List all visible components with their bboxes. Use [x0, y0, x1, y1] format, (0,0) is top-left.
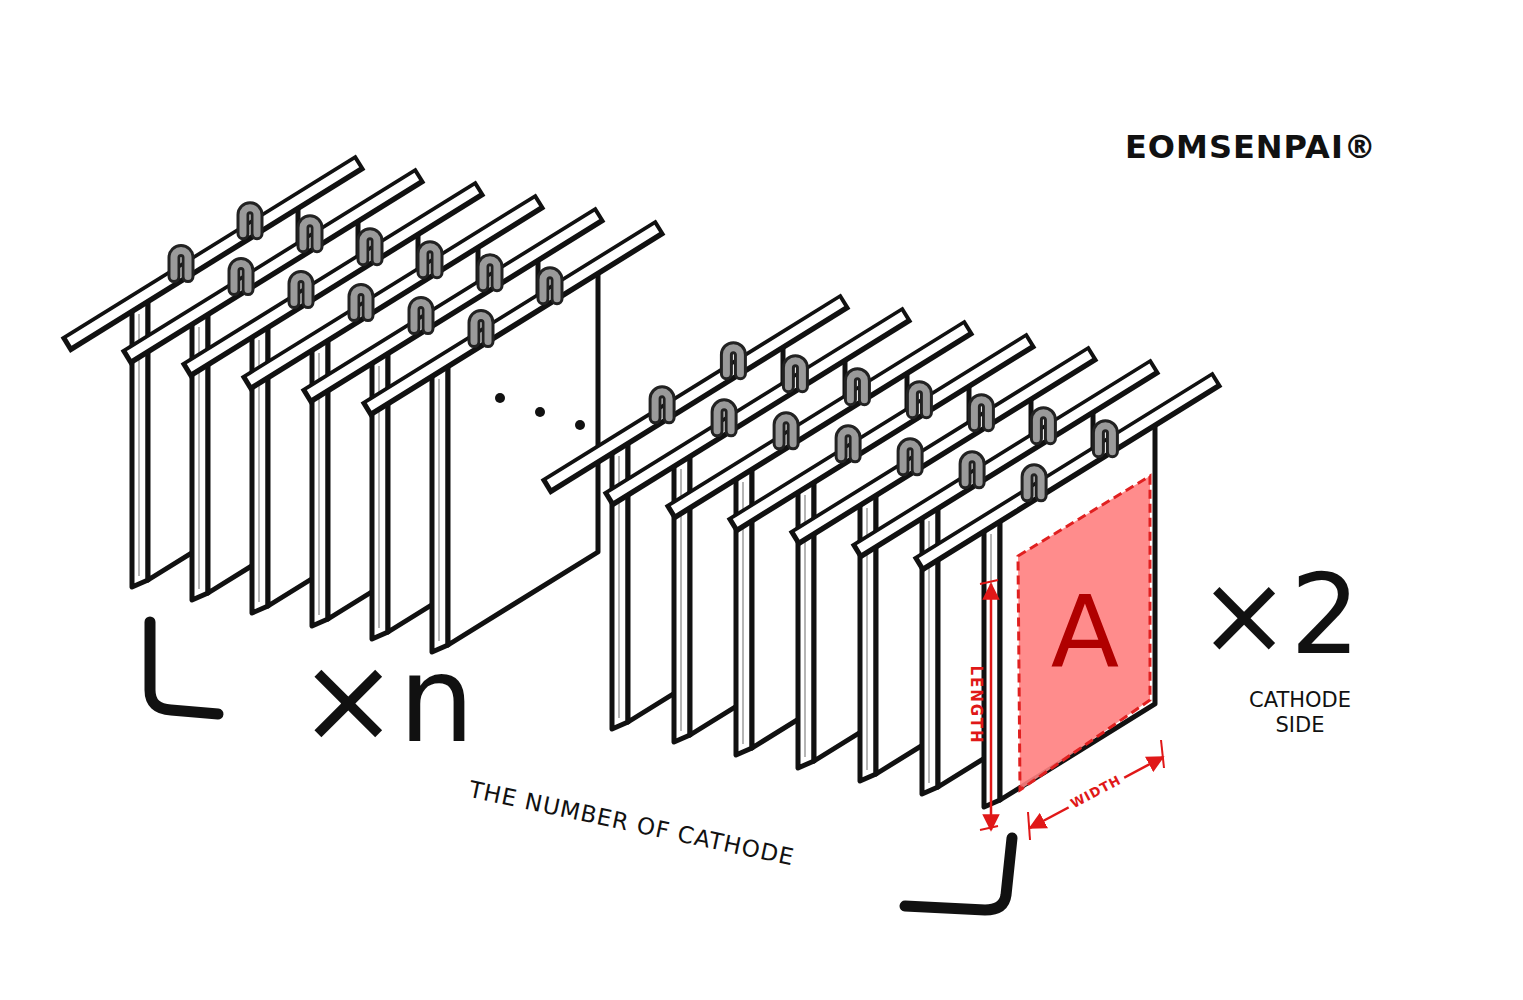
count-symbol: ×n: [298, 630, 475, 769]
count-note: THE NUMBER OF CATHODE: [467, 776, 797, 870]
hanger-bar: [373, 231, 653, 405]
hook: [850, 374, 864, 400]
hook: [243, 208, 257, 234]
ellipsis-dot: [575, 420, 585, 430]
bracket: [150, 622, 218, 714]
hook: [363, 234, 377, 260]
hook-outline: [303, 221, 317, 247]
hook-outline: [850, 374, 864, 400]
side-note-box: CATHODE SIDE: [1245, 688, 1355, 738]
length-label-box: LENGTH: [967, 665, 985, 744]
width-label: WIDTH: [1068, 772, 1123, 811]
hook-outline: [965, 457, 979, 483]
dimension-tick: [980, 580, 998, 584]
cathode-plate: [925, 383, 1210, 807]
hook-outline: [726, 348, 740, 374]
hook-outline: [841, 431, 855, 457]
hook: [423, 247, 437, 273]
area-symbol: A: [1051, 583, 1119, 683]
ellipsis-dot: [535, 407, 545, 417]
hook: [414, 303, 428, 329]
hook: [483, 260, 497, 286]
plate-edge-shade: [438, 379, 440, 641]
hook-outline: [474, 316, 488, 342]
hanger-bar-outline: [373, 232, 653, 406]
side-note: CATHODE SIDE: [1249, 688, 1351, 737]
hook-outline: [912, 387, 926, 413]
hook-outline: [788, 361, 802, 387]
dimension-tick: [1161, 740, 1164, 768]
hook: [354, 290, 368, 316]
bracket: [905, 838, 1012, 910]
hook: [974, 400, 988, 426]
hook-outline: [174, 251, 188, 277]
hook-outline: [903, 444, 917, 470]
hook: [1036, 413, 1050, 439]
hook-outline: [543, 273, 557, 299]
hook: [841, 431, 855, 457]
hook: [912, 387, 926, 413]
hook-outline: [234, 264, 248, 290]
plate-face: [1000, 424, 1155, 800]
hook: [965, 457, 979, 483]
hook-outline: [294, 277, 308, 303]
hook-outline: [414, 303, 428, 329]
hook-outline: [974, 400, 988, 426]
hook: [543, 273, 557, 299]
count-symbol-box: ×n: [298, 640, 475, 760]
hook-outline: [354, 290, 368, 316]
hook: [903, 444, 917, 470]
area-fill: [1018, 476, 1150, 790]
hook-outline: [779, 418, 793, 444]
hook-outline: [243, 208, 257, 234]
hook: [779, 418, 793, 444]
side-count: ×2: [1198, 551, 1360, 679]
brand-mark: EOMSENPAI®: [1125, 128, 1377, 166]
cathode-area: A: [1012, 470, 1158, 796]
count-note-box: THE NUMBER OF CATHODE: [466, 776, 797, 872]
length-label: LENGTH: [967, 665, 985, 744]
hook-outline: [423, 247, 437, 273]
dimension-tick: [1028, 812, 1030, 840]
hook: [303, 221, 317, 247]
hook: [1027, 470, 1041, 496]
hook: [1098, 426, 1112, 452]
hook: [717, 405, 731, 431]
hook: [474, 316, 488, 342]
hook: [294, 277, 308, 303]
dimension-tick: [980, 826, 998, 830]
hook-outline: [1027, 470, 1041, 496]
hook-outline: [655, 392, 669, 418]
hook: [655, 392, 669, 418]
hook: [726, 348, 740, 374]
brand-mark-box: EOMSENPAI®: [1125, 128, 1377, 166]
plate-group: [553, 305, 1210, 807]
hook-outline: [1098, 426, 1112, 452]
hook: [234, 264, 248, 290]
hook-outline: [483, 260, 497, 286]
hook-outline: [363, 234, 377, 260]
length-dimension: [990, 584, 993, 830]
hook-outline: [1036, 413, 1050, 439]
width-label-box: WIDTH: [1065, 770, 1128, 813]
hook-outline: [717, 405, 731, 431]
ellipsis-dot: [495, 393, 505, 403]
side-count-box: ×2: [1198, 560, 1360, 670]
hook: [788, 361, 802, 387]
hook: [174, 251, 188, 277]
plate-group: [73, 166, 653, 652]
